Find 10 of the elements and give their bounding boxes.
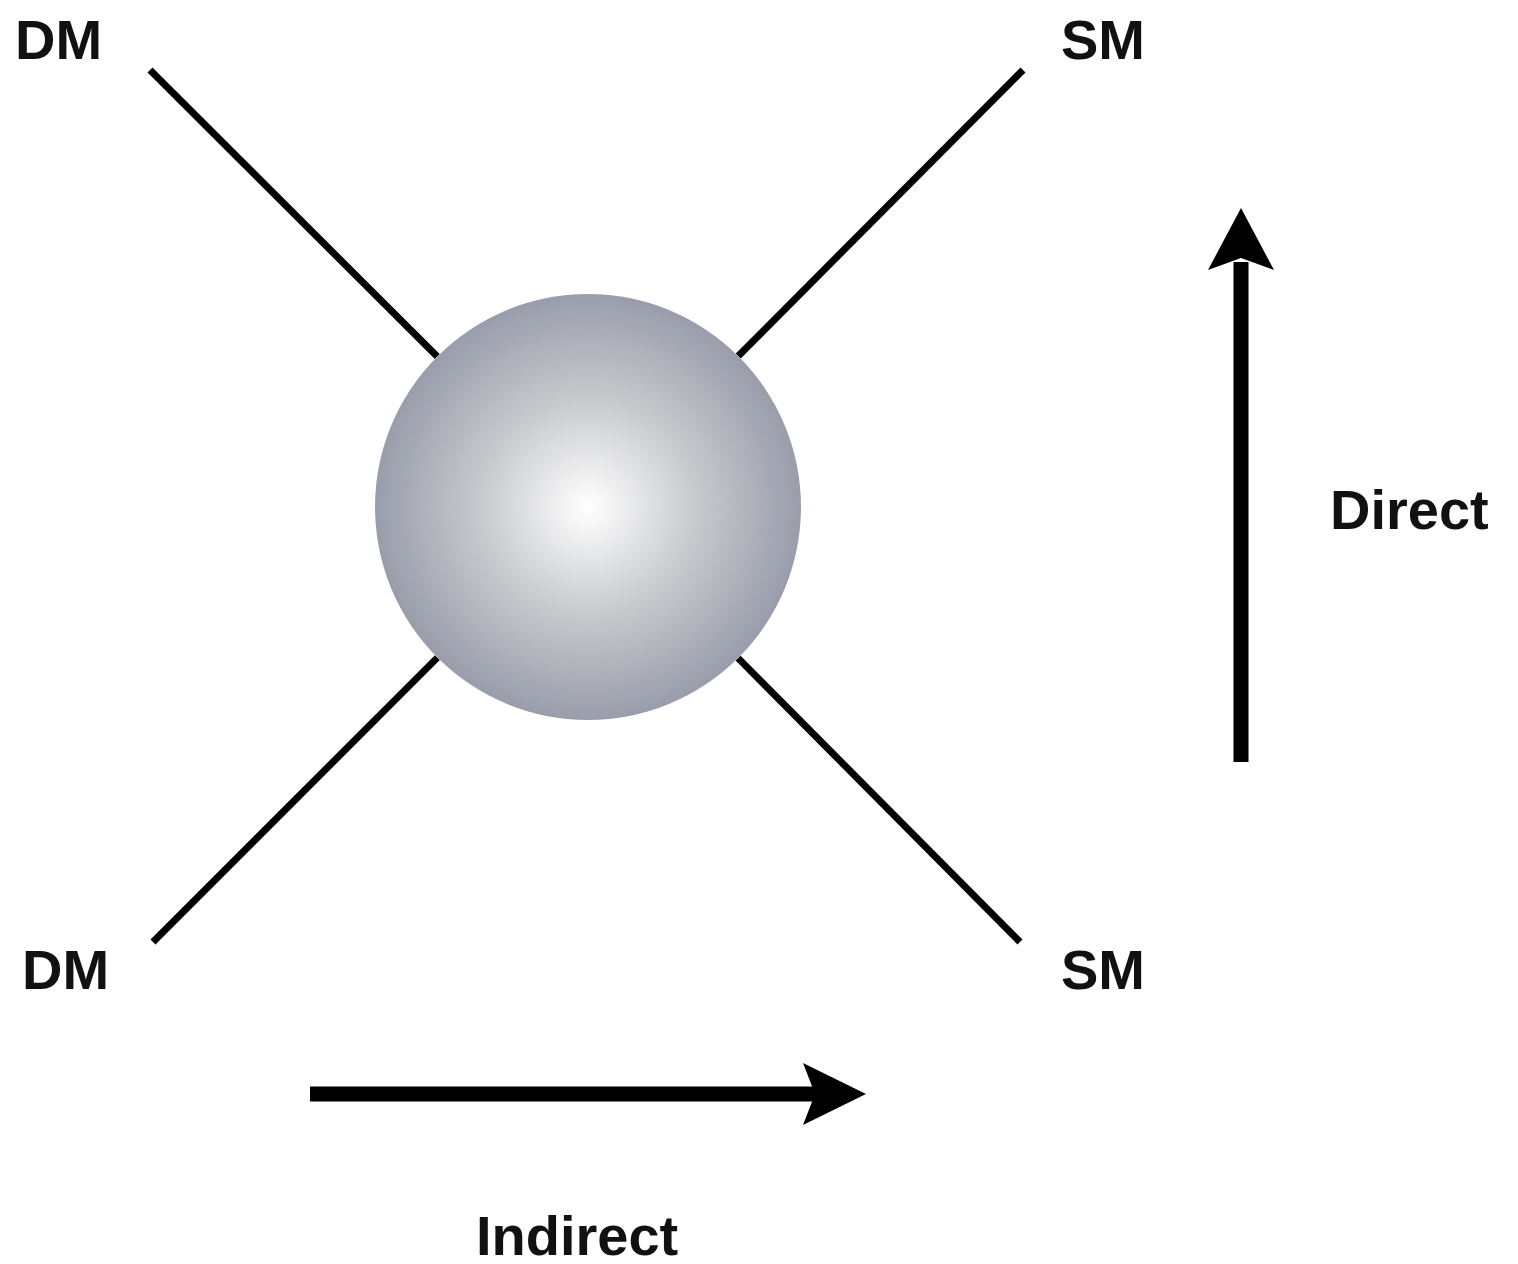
propagator-line [735,67,1026,359]
axis-label: Direct [1330,482,1489,538]
particle-label: DM [15,12,103,68]
particle-label: SM [1061,12,1145,68]
particle-label: DM [22,942,110,998]
propagator-line [147,67,440,360]
particle-label: SM [1061,942,1145,998]
axis-label: Indirect [476,1208,679,1264]
propagator-line [150,655,440,945]
propagator-line [735,655,1023,945]
